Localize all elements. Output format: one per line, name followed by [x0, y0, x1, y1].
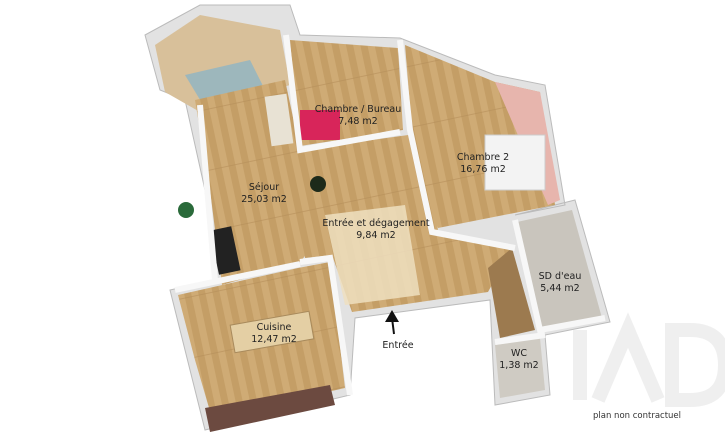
room-area: 25,03 m2 [241, 194, 287, 205]
room-name: SD d'eau [538, 271, 582, 282]
room-name: Séjour [248, 182, 280, 193]
room-name: WC [510, 348, 528, 359]
entrance-arrow-icon [385, 310, 399, 335]
bed-pink [300, 110, 340, 140]
piano [209, 226, 241, 275]
hall-rug [325, 205, 420, 305]
room-sd-eau [517, 210, 602, 328]
sofa [264, 93, 294, 147]
bed [484, 134, 546, 191]
room-name: Cuisine [256, 322, 292, 333]
room-area: 7,48 m2 [338, 116, 378, 127]
room-name: Entrée et dégagement [322, 218, 430, 229]
room-area: 1,38 m2 [499, 360, 539, 371]
corridor [488, 248, 535, 338]
plant [310, 176, 326, 192]
room-name: Chambre 2 [456, 152, 510, 163]
dining-table [229, 310, 315, 354]
room-area: 9,84 m2 [356, 230, 396, 241]
watermark-logo [573, 312, 725, 407]
table-round [178, 202, 194, 218]
disclaimer: plan non contractuel [593, 411, 682, 421]
kitchen-counter [205, 385, 335, 432]
room-area: 5,44 m2 [540, 283, 580, 294]
room-name: Chambre / Bureau [314, 104, 402, 115]
room-area: 16,76 m2 [460, 164, 506, 175]
room-area: 12,47 m2 [251, 334, 297, 345]
entrance-label: Entrée [382, 340, 414, 351]
room-wc [495, 338, 545, 398]
interior-walls [174, 34, 606, 396]
